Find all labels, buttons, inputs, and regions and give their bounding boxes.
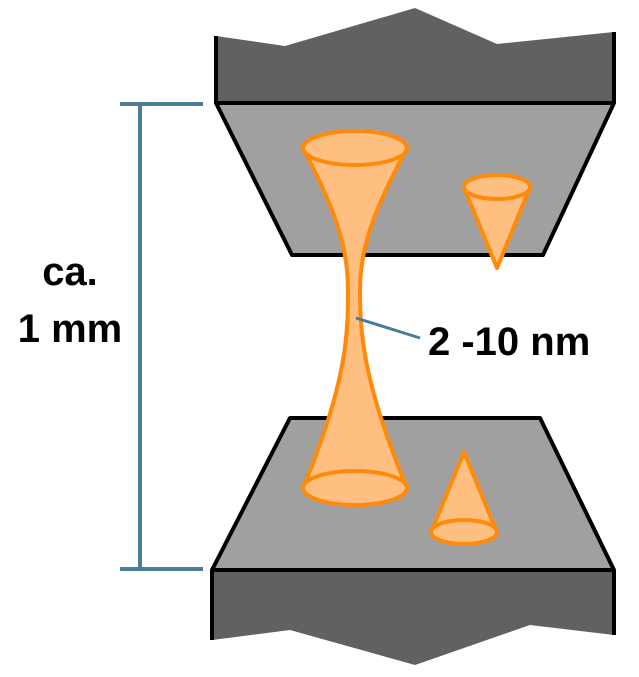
top-electrode (214, 8, 616, 257)
bottom-electrode (210, 416, 616, 665)
top-electrode-face (214, 101, 616, 257)
bottom-electrode-block (212, 570, 614, 665)
distance-label-line1: ca. (42, 250, 98, 294)
distance-label-line2: 1 mm (18, 307, 123, 351)
top-electrode-block (216, 8, 614, 103)
conductive-filament (299, 129, 411, 507)
partial-filament-top (462, 173, 532, 270)
scale-bar (120, 102, 203, 571)
filament-width-label: 2 -10 nm (428, 320, 590, 364)
bottom-electrode-face (210, 416, 616, 572)
annotation-leader-line (355, 316, 421, 340)
partial-filament-bottom (429, 450, 499, 546)
